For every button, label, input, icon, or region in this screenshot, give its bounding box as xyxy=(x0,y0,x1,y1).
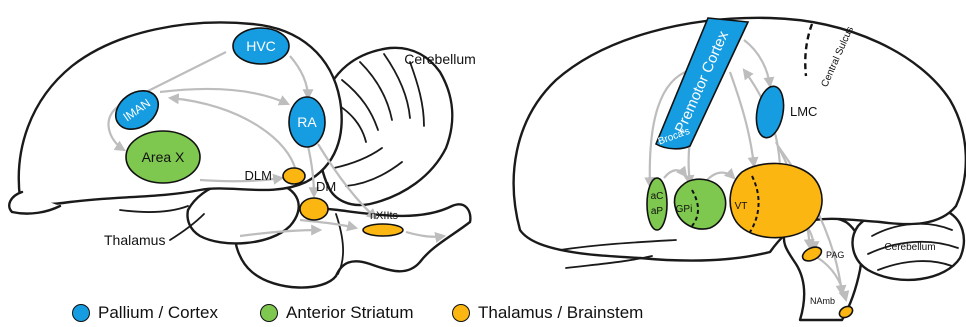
vt-label: VT xyxy=(735,201,748,212)
bird-brain: HVC lMAN RA Area X DLM DM nXIIts Cerebel… xyxy=(9,23,476,288)
ap-label: aP xyxy=(651,206,664,217)
bird-cerebellum-label: Cerebellum xyxy=(404,51,476,67)
human-brain: Premotor Cortex Broca's LMC aC aP GPi VT… xyxy=(514,18,966,320)
legend-label-thalamus: Thalamus / Brainstem xyxy=(478,303,643,323)
nxiits-region xyxy=(363,224,403,236)
legend-label-striatum: Anterior Striatum xyxy=(286,303,414,323)
nxiits-label: nXIIts xyxy=(370,210,399,222)
legend: Pallium / Cortex Anterior Striatum Thala… xyxy=(0,302,966,324)
ac-ap-region xyxy=(647,178,667,230)
hvc-label: HVC xyxy=(246,38,276,54)
gpi-label: GPi xyxy=(676,204,693,215)
dm-label: DM xyxy=(316,179,336,194)
legend-item-thalamus: Thalamus / Brainstem xyxy=(452,302,643,324)
human-cerebellum-label: Cerebellum xyxy=(884,242,935,253)
ra-label: RA xyxy=(297,114,317,130)
ac-label: aC xyxy=(651,191,664,202)
legend-item-pallium: Pallium / Cortex xyxy=(72,302,218,324)
legend-label-pallium: Pallium / Cortex xyxy=(98,303,218,323)
bird-thalamus-label: Thalamus xyxy=(104,232,165,248)
area-x-label: Area X xyxy=(142,149,185,165)
lmc-label: LMC xyxy=(790,104,817,119)
legend-swatch-orange xyxy=(452,304,470,322)
legend-item-striatum: Anterior Striatum xyxy=(260,302,414,324)
legend-swatch-blue xyxy=(72,304,90,322)
pag-label: PAG xyxy=(826,250,844,260)
dlm-region xyxy=(283,168,305,184)
legend-swatch-green xyxy=(260,304,278,322)
dlm-label: DLM xyxy=(245,168,272,183)
dm-region xyxy=(300,198,328,220)
